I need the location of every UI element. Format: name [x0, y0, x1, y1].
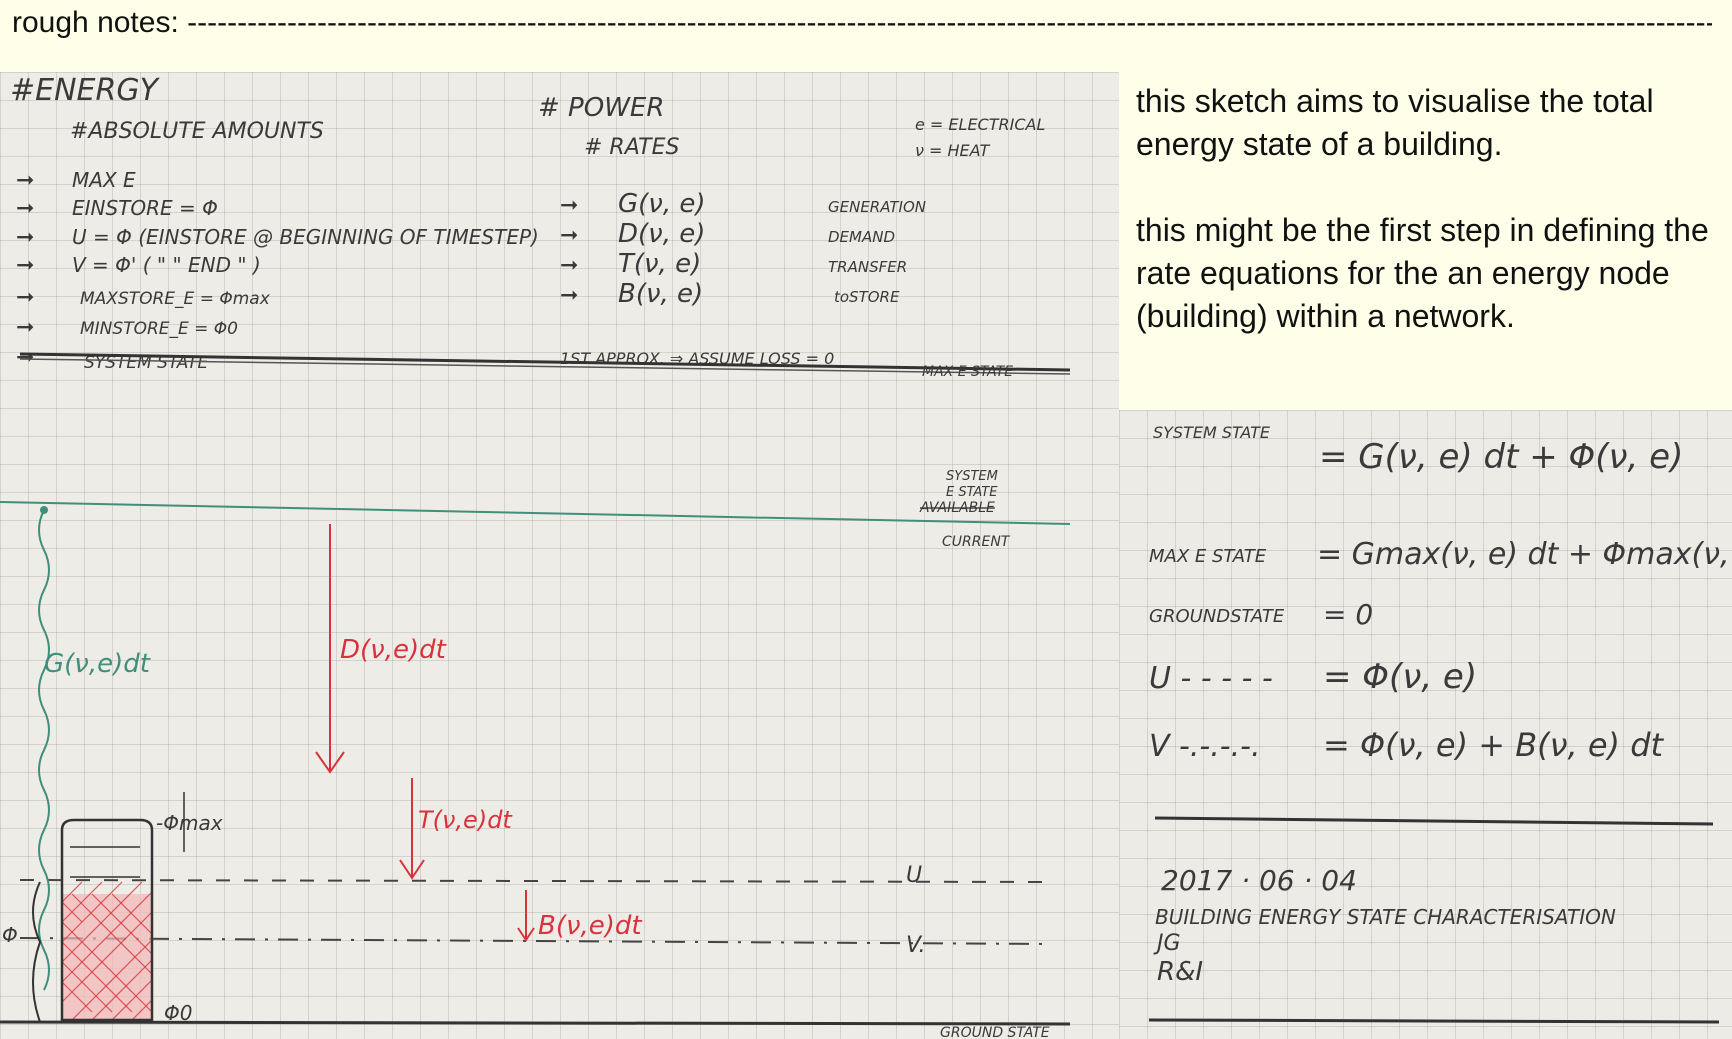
- equation-ground-state: = 0: [1323, 598, 1373, 631]
- label-phi: Φ: [2, 923, 18, 947]
- initials-1: JG: [1153, 931, 1181, 956]
- v-line: [19, 937, 1051, 945]
- svg-text:➞: ➞: [16, 285, 34, 310]
- power-symbol: G(ν, e): [618, 189, 705, 219]
- max-state-label: MAX E STATE: [922, 364, 1013, 380]
- svg-text:➞: ➞: [16, 315, 34, 340]
- energy-item-text: EINSTORE = Φ: [72, 196, 218, 220]
- svg-text:➞: ➞: [16, 168, 34, 193]
- sketch-date: 2017 · 06 · 04: [1161, 864, 1357, 897]
- power-symbol: T(ν, e): [618, 249, 701, 279]
- energy-item-text: V = Φ' ( " " END " ): [72, 253, 261, 277]
- storage-tank: [60, 818, 154, 1022]
- label-phi-zero: Φ0: [164, 1001, 192, 1025]
- equation-v: = Φ(ν, e) + B(ν, e) dt: [1323, 726, 1665, 764]
- svg-text:➞: ➞: [16, 345, 34, 370]
- available-label: AVAILABLE: [919, 500, 995, 516]
- svg-text:➞: ➞: [560, 253, 578, 278]
- energy-item: ➞ U = Φ (EINSTORE @ BEGINNING OF TIMESTE…: [16, 225, 539, 250]
- power-subheading: # RATES: [584, 135, 680, 160]
- label-transfer: T(ν,e)dt: [418, 806, 513, 834]
- energy-item-text: SYSTEM STATE: [84, 353, 209, 373]
- max-state-line: [19, 352, 1071, 372]
- energy-heading: #ENERGY: [10, 73, 161, 108]
- ground-state-label: GROUNDSTATE: [1149, 606, 1285, 627]
- power-heading: # POWER: [538, 93, 664, 123]
- current-label: CURRENT: [942, 534, 1011, 550]
- initials-2: R&I: [1157, 957, 1203, 987]
- svg-text:➞: ➞: [560, 193, 578, 218]
- power-list: ➞ G(ν, e) GENERATION ➞ D(ν, e) DEMAND ➞ …: [560, 189, 926, 309]
- power-item: ➞ G(ν, e) GENERATION: [560, 189, 926, 219]
- label-store: B(ν,e)dt: [538, 911, 642, 941]
- sketch-left-svg: #ENERGY #ABSOLUTE AMOUNTS ➞ MAX E ➞ EINS…: [0, 73, 1071, 1039]
- generation-arrow: [38, 509, 50, 991]
- legend-heat: ν = HEAT: [915, 141, 990, 160]
- label-demand: D(ν,e)dt: [340, 635, 447, 665]
- energy-list: ➞ MAX E ➞ EINSTORE = Φ ➞ U = Φ (EINSTORE…: [16, 168, 539, 373]
- description-text: this sketch aims to visualise the total …: [1136, 80, 1726, 381]
- svg-text:➞: ➞: [16, 196, 34, 221]
- ground-state-label: GROUND STATE: [940, 1025, 1050, 1039]
- header-label: rough notes:: [12, 6, 179, 39]
- power-item: ➞ T(ν, e) TRANSFER: [560, 249, 907, 279]
- power-symbol: B(ν, e): [618, 279, 703, 309]
- energy-item-text: U = Φ (EINSTORE @ BEGINNING OF TIMESTEP): [72, 225, 539, 249]
- energy-item-text: MAX E: [72, 168, 136, 192]
- sketch-title: BUILDING ENERGY STATE CHARACTERISATION: [1155, 905, 1616, 929]
- energy-item: ➞ MAX E: [16, 168, 136, 193]
- energy-item: ➞ MINSTORE_E = Φ0: [16, 315, 238, 340]
- system-label-1: SYSTEM: [946, 469, 998, 484]
- energy-subheading: #ABSOLUTE AMOUNTS: [70, 119, 324, 144]
- svg-text:➞: ➞: [560, 223, 578, 248]
- legend-electrical: e = ELECTRICAL: [915, 115, 1045, 134]
- sketch-panel-right: SYSTEM STATE = G(ν, e) dt + Φ(ν, e) MAX …: [1119, 410, 1732, 1039]
- power-item: ➞ B(ν, e) toSTORE: [560, 279, 900, 309]
- energy-item-text: MAXSTORE_E = Φmax: [80, 289, 271, 309]
- u-label: U: [906, 863, 922, 888]
- description-paragraph: this sketch aims to visualise the total …: [1136, 83, 1654, 162]
- power-symbol: D(ν, e): [618, 219, 705, 249]
- equation-u: = Φ(ν, e): [1323, 657, 1477, 697]
- power-meaning: TRANSFER: [828, 258, 907, 276]
- system-label-2: E STATE: [946, 485, 998, 500]
- header-rule: ----------------------------------------…: [187, 6, 1712, 39]
- power-item: ➞ D(ν, e) DEMAND: [560, 219, 895, 249]
- equation-system-state: = G(ν, e) dt + Φ(ν, e): [1319, 437, 1683, 477]
- v-label: V -.-.-.-.: [1149, 729, 1261, 764]
- power-meaning: GENERATION: [828, 198, 926, 216]
- ground-state-line: [0, 1020, 1071, 1026]
- system-state-line: [0, 501, 1071, 525]
- sketch-right-svg: SYSTEM STATE = G(ν, e) dt + Φ(ν, e) MAX …: [1148, 423, 1732, 1024]
- u-label: U - - - - -: [1149, 661, 1273, 696]
- energy-item: ➞ V = Φ' ( " " END " ): [16, 253, 261, 278]
- power-meaning: toSTORE: [834, 288, 900, 306]
- label-phi-max: -Φmax: [156, 811, 223, 835]
- energy-item: ➞ EINSTORE = Φ: [16, 196, 218, 221]
- u-line: [19, 879, 1051, 883]
- bottom-line: [1148, 1018, 1720, 1024]
- svg-text:➞: ➞: [16, 253, 34, 278]
- sketch-panel-left: #ENERGY #ABSOLUTE AMOUNTS ➞ MAX E ➞ EINS…: [0, 72, 1119, 1039]
- energy-item: ➞ SYSTEM STATE: [16, 345, 209, 373]
- equation-max-state: = Gmax(ν, e) dt + Φmax(ν, e): [1317, 537, 1732, 572]
- svg-text:➞: ➞: [560, 283, 578, 308]
- energy-item-text: MINSTORE_E = Φ0: [80, 319, 238, 339]
- max-state-label: MAX E STATE: [1149, 546, 1267, 567]
- label-generation: G(ν,e)dt: [44, 649, 151, 679]
- divider-line: [1154, 816, 1714, 826]
- svg-text:➞: ➞: [16, 225, 34, 250]
- energy-item: ➞ MAXSTORE_E = Φmax: [16, 285, 271, 310]
- power-meaning: DEMAND: [828, 228, 895, 246]
- system-state-label: SYSTEM STATE: [1153, 423, 1271, 442]
- v-label: V.: [906, 933, 926, 958]
- rough-notes-header: rough notes: ---------------------------…: [12, 6, 1712, 40]
- description-paragraph: this might be the first step in defining…: [1136, 212, 1709, 334]
